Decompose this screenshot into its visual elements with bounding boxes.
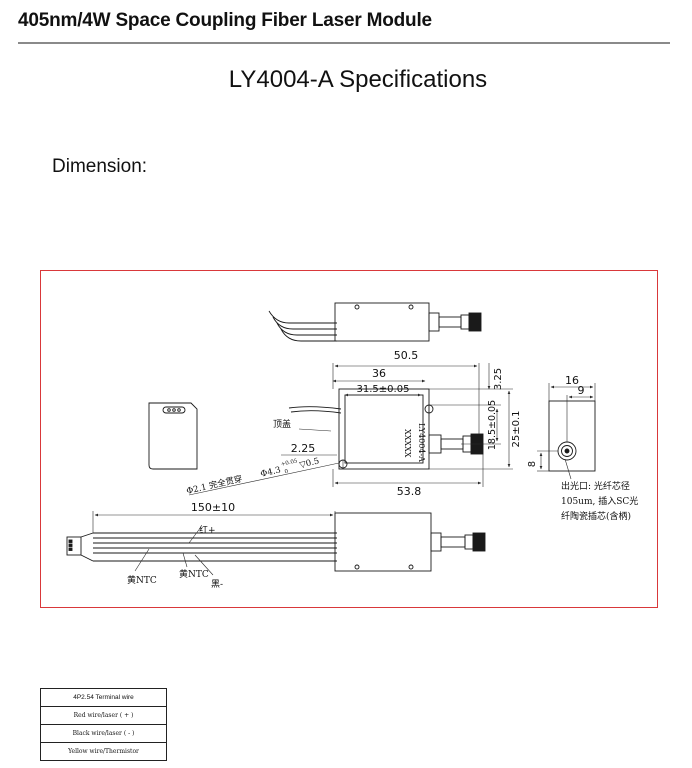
dim-9: 9: [578, 384, 585, 397]
header-title: 405nm/4W Space Coupling Fiber Laser Modu…: [18, 10, 432, 31]
dim-36: 36: [372, 367, 386, 380]
dimension-drawing: 50.5 36 31.5±0.05 3.25 18.5±0.05 25±0.1 …: [40, 270, 658, 608]
dim-8: 8: [527, 461, 538, 467]
dim-25: 25±0.1: [511, 410, 522, 447]
label-top-cover: 顶盖: [273, 418, 291, 430]
terminal-row-red: Red wire/laser ( + ): [40, 706, 167, 725]
dim-3-25: 3.25: [493, 368, 504, 390]
page-title: LY4004-A Specifications: [228, 66, 488, 93]
side-dimensions: [537, 383, 596, 480]
label-yellow-ntc-2: 黄NTC: [179, 568, 209, 580]
connector-view: [148, 402, 198, 470]
label-black-wire: 黑-: [211, 579, 223, 590]
drawing-svg: 50.5 36 31.5±0.05 3.25 18.5±0.05 25±0.1 …: [66, 302, 638, 590]
output-note-3: 纤陶瓷插芯(含柄): [561, 510, 631, 522]
label-hole-note-2: Φ4.3: [260, 465, 282, 479]
front-dimensions: [188, 363, 513, 496]
terminal-row-yellow: Yellow wire/Thermistor: [40, 742, 167, 761]
bottom-view: [66, 512, 486, 572]
label-marking: XXXXX: [403, 429, 412, 458]
output-note-1: 出光口: 光纤芯径: [561, 480, 630, 492]
top-view: [268, 302, 482, 342]
section-label: Dimension:: [52, 156, 148, 177]
label-hole-note: Φ2.1 完全贯穿: [185, 473, 243, 497]
terminal-row-black: Black wire/laser ( - ): [40, 724, 167, 743]
dim-16: 16: [565, 374, 579, 387]
label-red-wire: 红+: [199, 524, 216, 536]
output-note-2: 105um, 插入SC光: [561, 495, 638, 507]
label-model: LY4004-A: [417, 423, 426, 462]
label-depth: ▽0.5: [299, 456, 321, 470]
terminal-wire-table: 4P2.54 Terminal wire Red wire/laser ( + …: [40, 688, 167, 761]
terminal-table-header: 4P2.54 Terminal wire: [40, 688, 167, 707]
dim-31-5: 31.5±0.05: [357, 384, 410, 395]
header-rule: [18, 42, 670, 44]
dim-50-5: 50.5: [394, 349, 419, 362]
label-tol-dn: 0: [284, 469, 289, 476]
dim-18-5: 18.5±0.05: [487, 400, 498, 450]
dim-150: 150±10: [191, 501, 235, 514]
label-tol-up: +0.05: [280, 458, 298, 468]
side-view: [548, 400, 596, 472]
label-yellow-ntc-1: 黄NTC: [127, 574, 157, 586]
dim-2-25: 2.25: [291, 442, 316, 455]
dim-53-8: 53.8: [397, 485, 422, 498]
hole-note: Φ2.1 完全贯穿 Φ4.3 +0.05 0 ▽0.5: [185, 456, 321, 497]
bottom-dimensions: [92, 511, 336, 576]
